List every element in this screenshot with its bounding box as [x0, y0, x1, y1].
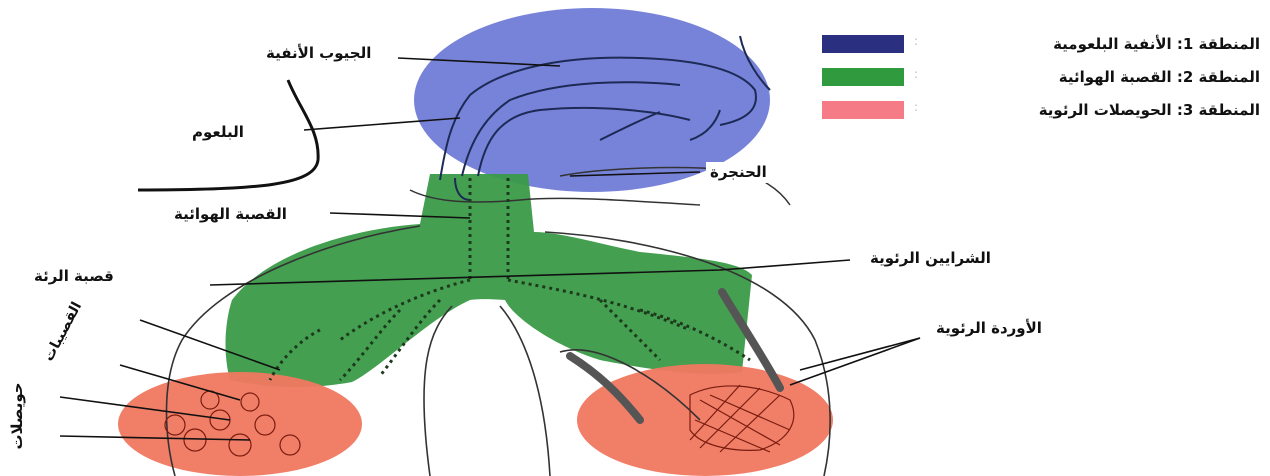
label-alveoli: حويصلات — [8, 382, 26, 449]
label-bronchus: قصبة الرئة — [30, 266, 118, 287]
legend-item-zone3: : المنطقة 3: الحويصلات الرئوية — [810, 98, 1260, 122]
legend: : المنطقة 1: الأنفية البلعومية : المنطقة… — [810, 28, 1260, 128]
legend-label-zone3: المنطقة 3: الحويصلات الرئوية — [1039, 101, 1260, 119]
label-alveoli-wrap: حويصلات — [2, 368, 32, 463]
label-trachea: القصبة الهوائية — [170, 204, 291, 225]
legend-label-zone2: المنطقة 2: القصبة الهوائية — [1059, 68, 1260, 86]
label-bronchioles-wrap: القصيبات — [38, 322, 108, 352]
label-nasal-sinuses: الجيوب الأنفية — [262, 43, 375, 64]
legend-item-zone1: : المنطقة 1: الأنفية البلعومية — [810, 32, 1260, 56]
legend-label-zone1: المنطقة 1: الأنفية البلعومية — [1053, 35, 1260, 53]
zone2-trachea-region — [226, 174, 752, 387]
label-pharynx: البلعوم — [188, 122, 248, 143]
label-pulmonary-veins: الأوردة الرئوية — [932, 318, 1046, 339]
legend-separator: : — [914, 34, 918, 48]
legend-separator: : — [914, 67, 918, 81]
legend-swatch-zone2 — [822, 68, 904, 86]
label-pulmonary-arteries: الشرايين الرئوية — [866, 248, 995, 269]
legend-item-zone2: : المنطقة 2: القصبة الهوائية — [810, 65, 1260, 89]
zone3-right-alveoli-region — [577, 364, 833, 476]
legend-swatch-zone1 — [822, 35, 904, 53]
label-larynx: الحنجرة — [706, 162, 771, 183]
legend-separator: : — [914, 100, 918, 114]
legend-swatch-zone3 — [822, 101, 904, 119]
zone3-left-alveoli-region — [118, 372, 362, 476]
